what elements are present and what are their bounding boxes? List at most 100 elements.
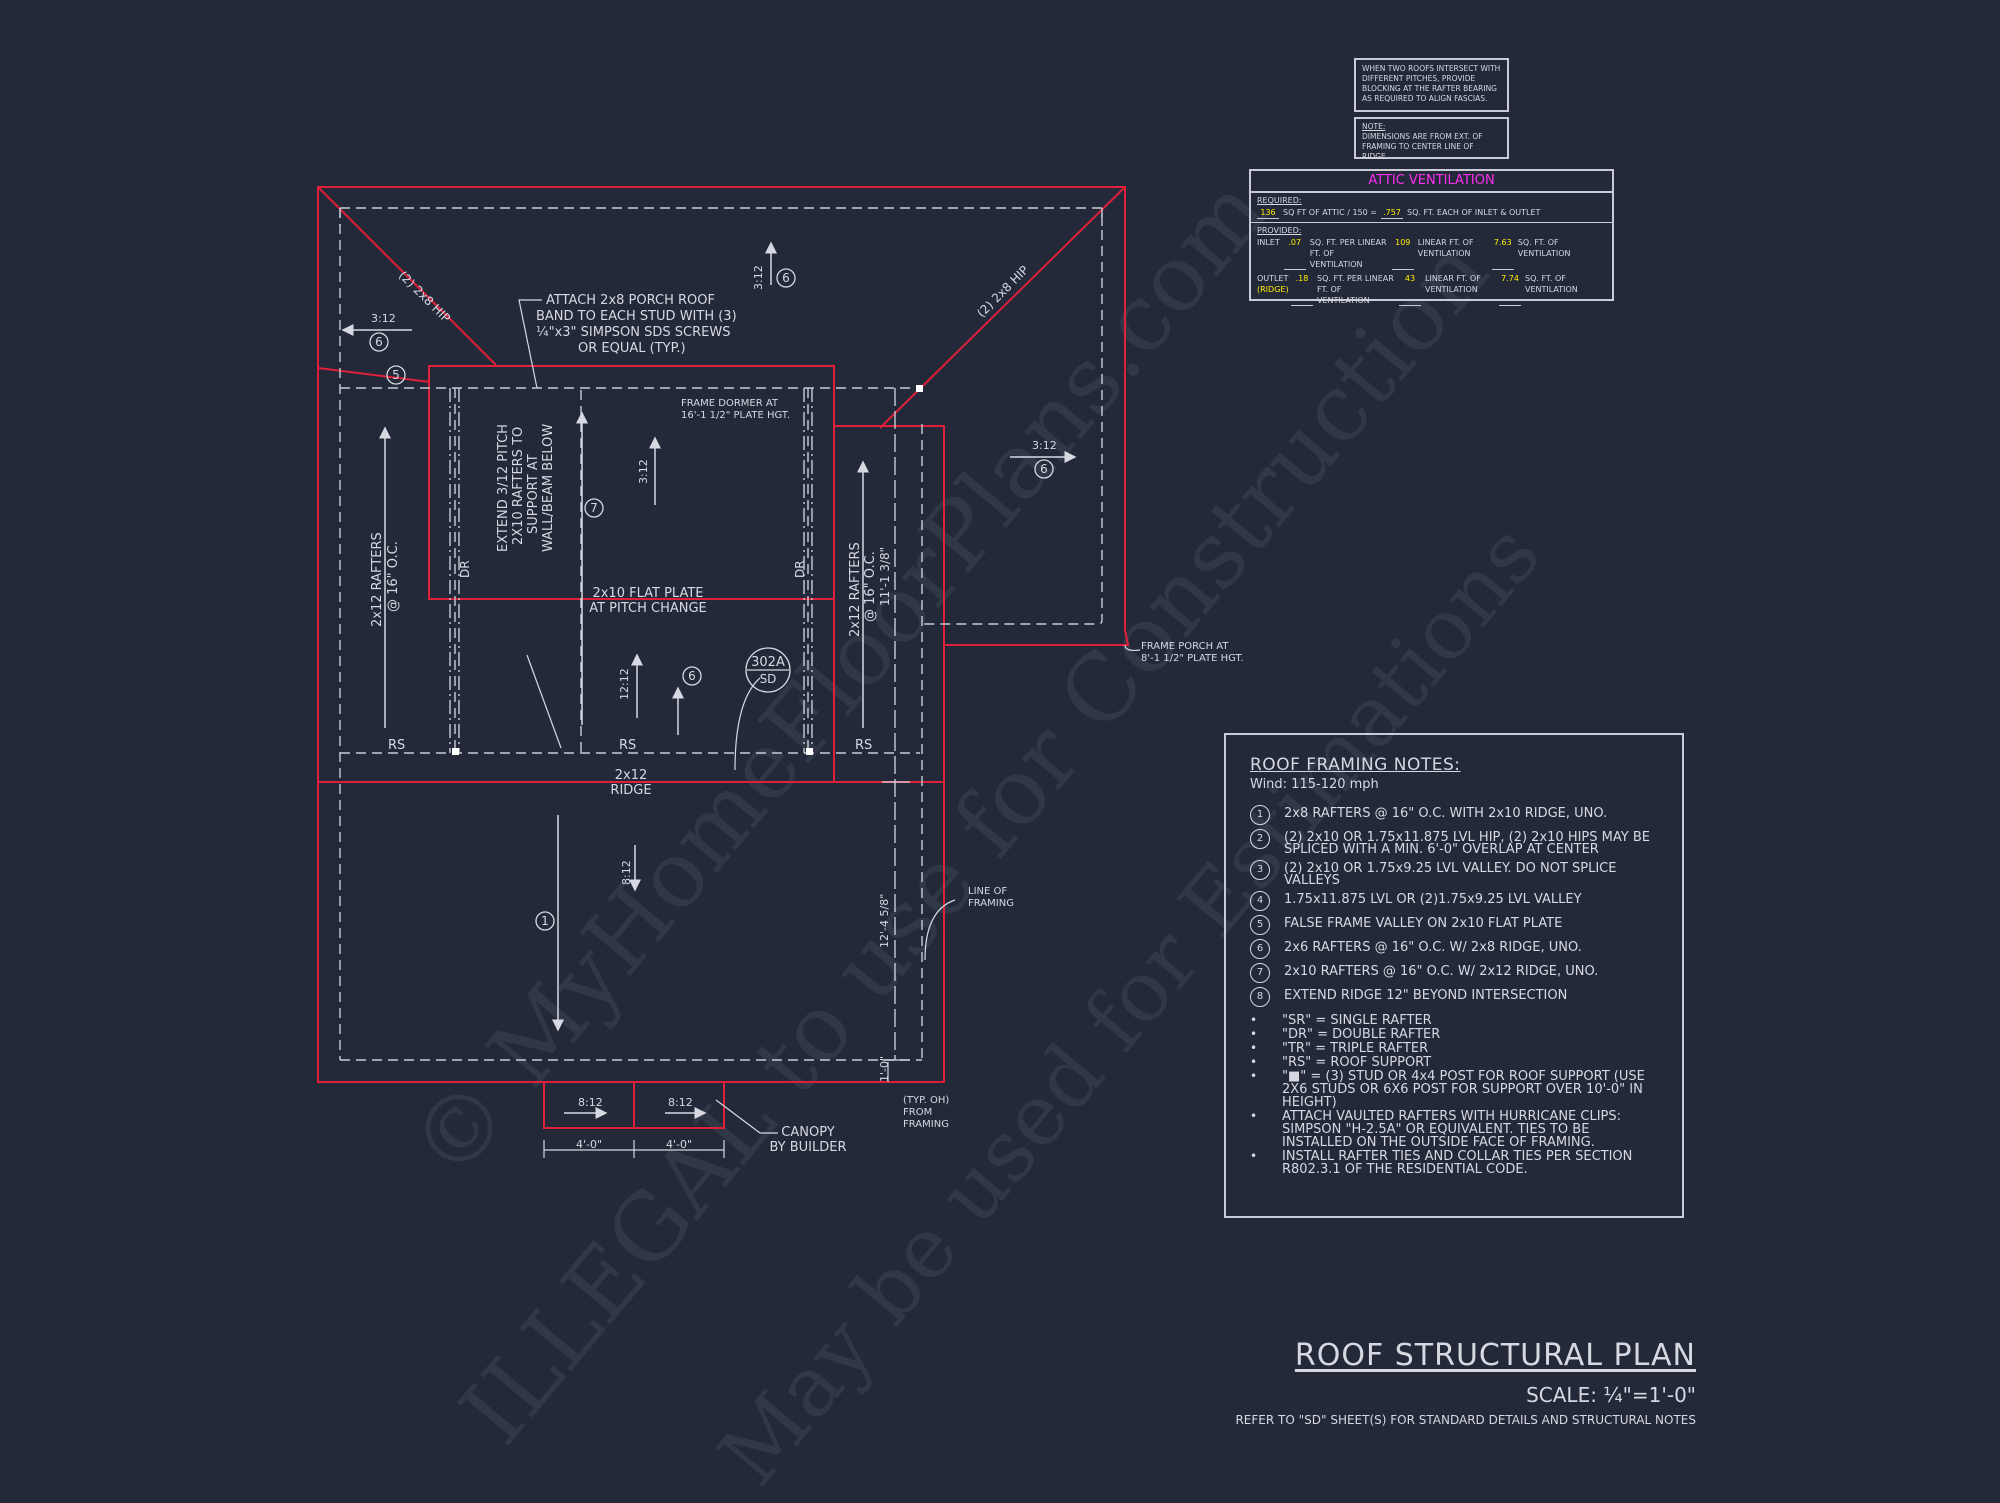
svg-text:FRAMING: FRAMING — [903, 1119, 949, 1130]
svg-text:@ 16" O.C.: @ 16" O.C. — [386, 541, 401, 612]
svg-text:WALL/BEAM BELOW: WALL/BEAM BELOW — [541, 424, 556, 552]
leader-lines — [518, 299, 1141, 1158]
inlet-row: INLET .07 SQ. FT. PER LINEAR FT. OF VENT… — [1257, 238, 1571, 270]
section-sheet: SD — [760, 672, 777, 686]
svg-text:ATTACH 2x8 PORCH ROOF: ATTACH 2x8 PORCH ROOF — [546, 293, 715, 308]
svg-text:BY BUILDER: BY BUILDER — [769, 1140, 846, 1155]
attic-ventilation-table: ATTIC VENTILATION REQUIRED: 136 SQ FT OF… — [1249, 169, 1614, 306]
callout-6-a: 6 — [375, 335, 383, 349]
note-item: 3(2) 2x10 OR 1.75x9.25 LVL VALLEY. DO NO… — [1250, 860, 1658, 887]
roof-support-posts — [452, 385, 923, 755]
roof-outline — [317, 186, 1130, 1129]
attach-porch-note: ATTACH 2x8 PORCH ROOF BAND TO EACH STUD … — [536, 293, 737, 356]
svg-text:(TYP. OH): (TYP. OH) — [903, 1095, 949, 1106]
callout-6-c: 6 — [1040, 462, 1048, 476]
bullet-item: •"RS" = ROOF SUPPORT — [1250, 1055, 1432, 1070]
callout-7: 7 — [590, 501, 598, 515]
frame-dormer-note: FRAME DORMER AT 16'-1 1/2" PLATE HGT. — [681, 398, 790, 421]
bullet-notes: •"SR" = SINGLE RAFTER •"DR" = DOUBLE RAF… — [1250, 1013, 1658, 1177]
roof-intersect-note: WHEN TWO ROOFS INTERSECT WITH DIFFERENT … — [1354, 58, 1509, 112]
svg-text:BAND TO EACH STUD WITH (3): BAND TO EACH STUD WITH (3) — [536, 309, 737, 324]
svg-text:16'-1 1/2" PLATE HGT.: 16'-1 1/2" PLATE HGT. — [681, 410, 790, 421]
section-tag: 302A — [751, 655, 785, 670]
frame-porch-note: FRAME PORCH AT 8'-1 1/2" PLATE HGT. — [1141, 641, 1244, 664]
dimensions-note: NOTE: DIMENSIONS ARE FROM EXT. OF FRAMIN… — [1354, 117, 1509, 161]
outlet-row: OUTLET (RIDGE) .18 SQ. FT. PER LINEAR FT… — [1257, 274, 1578, 306]
dr-label-right: DR — [793, 560, 807, 578]
pitch-label-main: 8:12 — [620, 860, 633, 885]
wind-speed: Wind: 115-120 mph — [1250, 777, 1379, 792]
pitch-label-canopy-left: 8:12 — [578, 1096, 603, 1109]
svg-text:2X10 RAFTERS TO: 2X10 RAFTERS TO — [511, 427, 526, 545]
svg-text:AT PITCH CHANGE: AT PITCH CHANGE — [589, 601, 707, 616]
callout-6-d: 6 — [688, 669, 696, 683]
rs-label-2: RS — [619, 738, 636, 753]
pitch-label-right: 3:12 — [1032, 439, 1057, 452]
attic-sq-ft: 136 — [1257, 207, 1279, 219]
svg-text:CANOPY: CANOPY — [781, 1125, 834, 1140]
framing-dashed — [339, 207, 1103, 1061]
dim-1-0: 1'-0" — [878, 1056, 891, 1082]
dim-4-right: 4'-0" — [666, 1138, 692, 1151]
dr-label-left: DR — [458, 560, 472, 578]
svg-text:EXTEND 3/12 PITCH: EXTEND 3/12 PITCH — [496, 424, 511, 552]
typ-oh-note: (TYP. OH) FROM FRAMING — [903, 1095, 949, 1130]
roof-framing-notes-heading: ROOF FRAMING NOTES: — [1250, 755, 1461, 775]
double-rafter-lines — [449, 388, 896, 1060]
dimensions-note-label: NOTE: — [1362, 122, 1386, 131]
svg-text:SUPPORT AT: SUPPORT AT — [526, 454, 541, 534]
ridge-label: 2x12 RIDGE — [610, 768, 651, 798]
callout-5: 5 — [392, 368, 400, 382]
extend-pitch-note: EXTEND 3/12 PITCH 2X10 RAFTERS TO SUPPOR… — [496, 424, 556, 552]
svg-text:FROM: FROM — [903, 1107, 932, 1118]
slope-arrows — [341, 241, 1077, 1119]
rafters-right-note: 2x12 RAFTERS @ 16" O.C. 11'-1 3/8" — [848, 542, 892, 637]
dimensions-note-text: DIMENSIONS ARE FROM EXT. OF FRAMING TO C… — [1362, 132, 1483, 161]
svg-text:2x12 RAFTERS: 2x12 RAFTERS — [370, 532, 385, 627]
note-item: 2(2) 2x10 OR 1.75x11.875 LVL HIP, (2) 2x… — [1250, 829, 1658, 856]
svg-text:2x12: 2x12 — [615, 768, 648, 783]
required-each: .757 — [1380, 207, 1403, 219]
svg-text:2x10 FLAT PLATE: 2x10 FLAT PLATE — [592, 586, 703, 601]
callout-1: 1 — [541, 914, 549, 928]
drawing-reference: REFER TO "SD" SHEET(S) FOR STANDARD DETA… — [1235, 1413, 1696, 1427]
dim-12-4: 12'-4 5/8" — [878, 894, 891, 948]
rs-label-3: RS — [855, 738, 872, 753]
svg-text:LINE OF: LINE OF — [968, 886, 1007, 897]
drawing-scale: SCALE: ¼"=1'-0" — [1526, 1383, 1696, 1407]
svg-text:OR EQUAL (TYP.): OR EQUAL (TYP.) — [578, 341, 686, 356]
pitch-label-dormer: 3:12 — [637, 459, 650, 484]
attic-provided-section: PROVIDED: INLET .07 SQ. FT. PER LINEAR F… — [1251, 223, 1612, 309]
callout-6-b: 6 — [782, 271, 790, 285]
svg-text:¼"x3" SIMPSON SDS SCREWS: ¼"x3" SIMPSON SDS SCREWS — [536, 325, 730, 340]
bullet-item: •"■" = (3) STUD OR 4x4 POST FOR ROOF SUP… — [1250, 1069, 1645, 1110]
rs-label-1: RS — [388, 738, 405, 753]
svg-text:8'-1 1/2" PLATE HGT.: 8'-1 1/2" PLATE HGT. — [1141, 653, 1244, 664]
flat-plate-note: 2x10 FLAT PLATE AT PITCH CHANGE — [589, 586, 707, 616]
svg-text:RIDGE: RIDGE — [610, 783, 651, 798]
attic-required-section: REQUIRED: 136 SQ FT OF ATTIC / 150 = .75… — [1251, 193, 1612, 223]
dim-4-left: 4'-0" — [576, 1138, 602, 1151]
rafters-left-note: 2x12 RAFTERS @ 16" O.C. — [370, 532, 401, 627]
line-of-framing-note: LINE OF FRAMING — [968, 886, 1014, 909]
pitch-label-left: 3:12 — [371, 312, 396, 325]
svg-text:11'-1 3/8": 11'-1 3/8" — [878, 547, 892, 606]
bullet-item: •"SR" = SINGLE RAFTER — [1250, 1013, 1432, 1028]
svg-text:2x12 RAFTERS: 2x12 RAFTERS — [848, 542, 863, 637]
pitch-label-top: 3:12 — [752, 265, 765, 290]
svg-text:FRAME DORMER AT: FRAME DORMER AT — [681, 398, 779, 409]
attic-ventilation-title: ATTIC VENTILATION — [1251, 171, 1612, 193]
drawing-title: ROOF STRUCTURAL PLAN — [1294, 1338, 1696, 1373]
canopy-note: CANOPY BY BUILDER — [769, 1125, 846, 1155]
callout-circles — [369, 268, 1054, 931]
svg-text:FRAME PORCH AT: FRAME PORCH AT — [1141, 641, 1229, 652]
drawing-title-block: ROOF STRUCTURAL PLAN SCALE: ¼"=1'-0" REF… — [1235, 1338, 1696, 1427]
hip-label-right: (2) 2x8 HIP — [974, 263, 1031, 320]
pitch-label-canopy-right: 8:12 — [668, 1096, 693, 1109]
